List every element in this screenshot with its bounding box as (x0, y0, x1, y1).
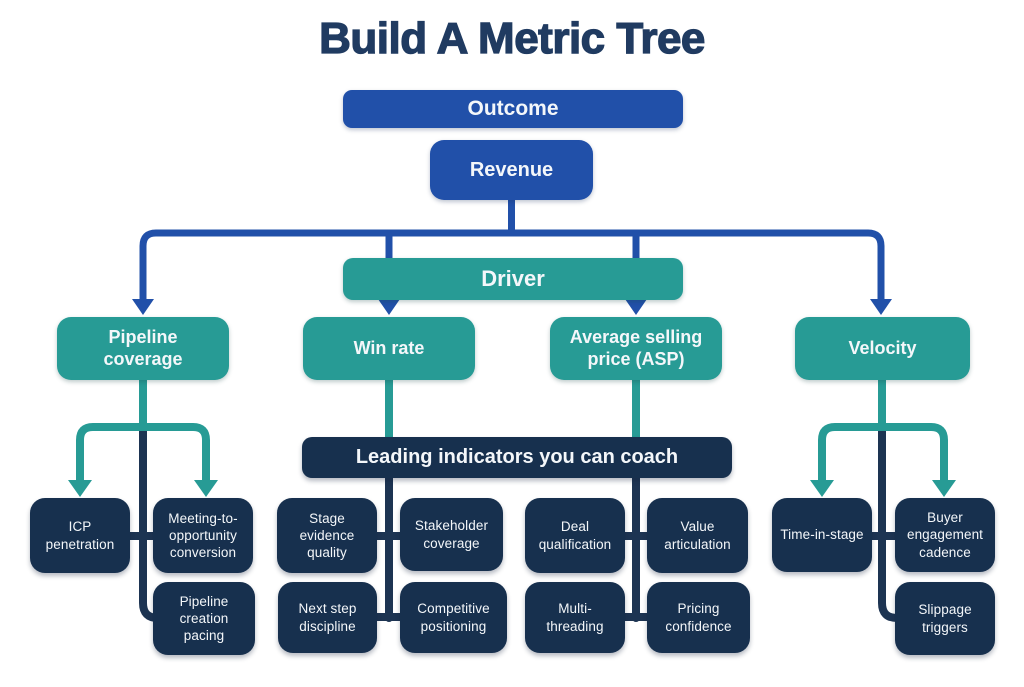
leaf-multi-threading: Multi-threading (525, 582, 625, 653)
revenue-label: Revenue (469, 158, 554, 181)
arrow-down-icon (132, 299, 154, 315)
teal-connectors (76, 374, 948, 486)
arrow-down-icon (932, 480, 956, 497)
leaf-pipeline-creation-pacing: Pipeline creation pacing (153, 582, 255, 655)
leaf-buyer-engagement-cadence: Buyer engagement cadence (895, 498, 995, 572)
leaf-slippage-triggers: Slippage triggers (895, 582, 995, 655)
driver-average-selling-price: Average selling price (ASP) (550, 317, 722, 380)
connector-line (139, 229, 885, 305)
driver-label: Velocity (848, 337, 917, 358)
outcome-banner: Outcome (343, 90, 683, 128)
leading-indicators-label: Leading indicators you can coach (355, 446, 679, 468)
arrow-down-icon (378, 299, 400, 315)
revenue-node: Revenue (430, 140, 593, 200)
driver-banner: Driver (343, 258, 683, 300)
leaf-competitive-positioning: Competitive positioning (400, 582, 507, 653)
driver-label: Pipeline coverage (103, 326, 183, 369)
arrow-down-icon (870, 299, 892, 315)
arrow-down-icon (625, 299, 647, 315)
driver-label: Average selling price (ASP) (569, 326, 703, 369)
leaf-icp-penetration: ICP penetration (30, 498, 130, 573)
leaf-meeting-to-opportunity-conversion: Meeting-to-opportunity conversion (153, 498, 253, 573)
arrow-down-icon (810, 480, 834, 497)
connector-line (818, 423, 948, 486)
outcome-banner-label: Outcome (467, 97, 559, 120)
leaf-stakeholder-coverage: Stakeholder coverage (400, 498, 503, 571)
leaf-deal-qualification: Deal qualification (525, 498, 625, 573)
leaf-next-step-discipline: Next step discipline (278, 582, 377, 653)
page-title: Build A Metric Tree (318, 13, 706, 63)
arrow-down-icon (68, 480, 92, 497)
blue-arrowheads (132, 299, 892, 315)
leaf-time-in-stage: Time-in-stage (772, 498, 872, 572)
connector-line (76, 423, 210, 486)
leaf-value-articulation: Value articulation (647, 498, 748, 573)
leading-indicators-banner: Leading indicators you can coach (302, 437, 732, 478)
arrow-down-icon (194, 480, 218, 497)
driver-pipeline-coverage: Pipeline coverage (57, 317, 229, 380)
leaf-stage-evidence-quality: Stage evidence quality (277, 498, 377, 573)
leaf-pricing-confidence: Pricing confidence (647, 582, 750, 653)
teal-arrowheads (68, 480, 956, 497)
driver-win-rate: Win rate (303, 317, 475, 380)
driver-label: Win rate (353, 337, 425, 358)
driver-banner-label: Driver (481, 266, 545, 291)
driver-velocity: Velocity (795, 317, 970, 380)
